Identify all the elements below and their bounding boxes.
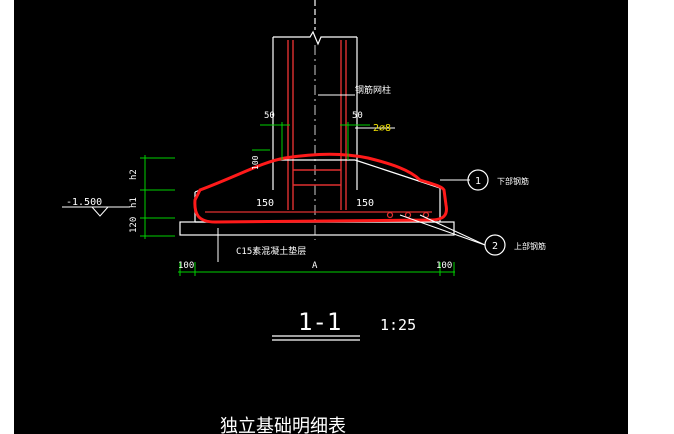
dim-50-left: 50 [264,111,275,121]
callout-1-text: 下部钢筋 [497,176,529,186]
window-right-margin [628,0,674,434]
dim-h2: h2 [129,169,139,180]
dim-120: 120 [129,217,139,233]
dim-150-left: 150 [256,198,274,209]
elevation-label: -1.500 [66,197,102,208]
dim-h1: h1 [129,197,139,208]
callout-1-number: 1 [475,176,481,187]
elevation-marker [62,206,130,217]
section-scale: 1:25 [380,316,416,334]
column-label: 钢筋网柱 [355,84,391,96]
callout-1-circle [467,169,489,191]
callout-2-text: 上部钢筋 [514,241,546,251]
section-title-underline [272,335,360,341]
dim-bottom-mid: A [312,261,318,271]
section-title: 1-1 [298,308,341,336]
dim-50-right: 50 [352,111,363,121]
column [272,0,358,190]
dim-bottom-left: 100 [178,261,194,271]
dimension-lines [140,122,455,276]
red-highlight-markup [193,152,448,224]
drawing-background [14,0,628,434]
rebar-top-label: 2⌀8 [373,123,391,134]
callout-2-circle [484,234,506,256]
leader-lines [217,94,486,262]
callout-2-number: 2 [492,241,498,252]
cushion-label: C15素混凝土垫层 [236,245,306,257]
dim-100-small: 100 [251,155,260,170]
dim-bottom-right: 100 [436,261,452,271]
footer-title: 独立基础明细表 [220,416,346,434]
dim-150-right: 150 [356,198,374,209]
